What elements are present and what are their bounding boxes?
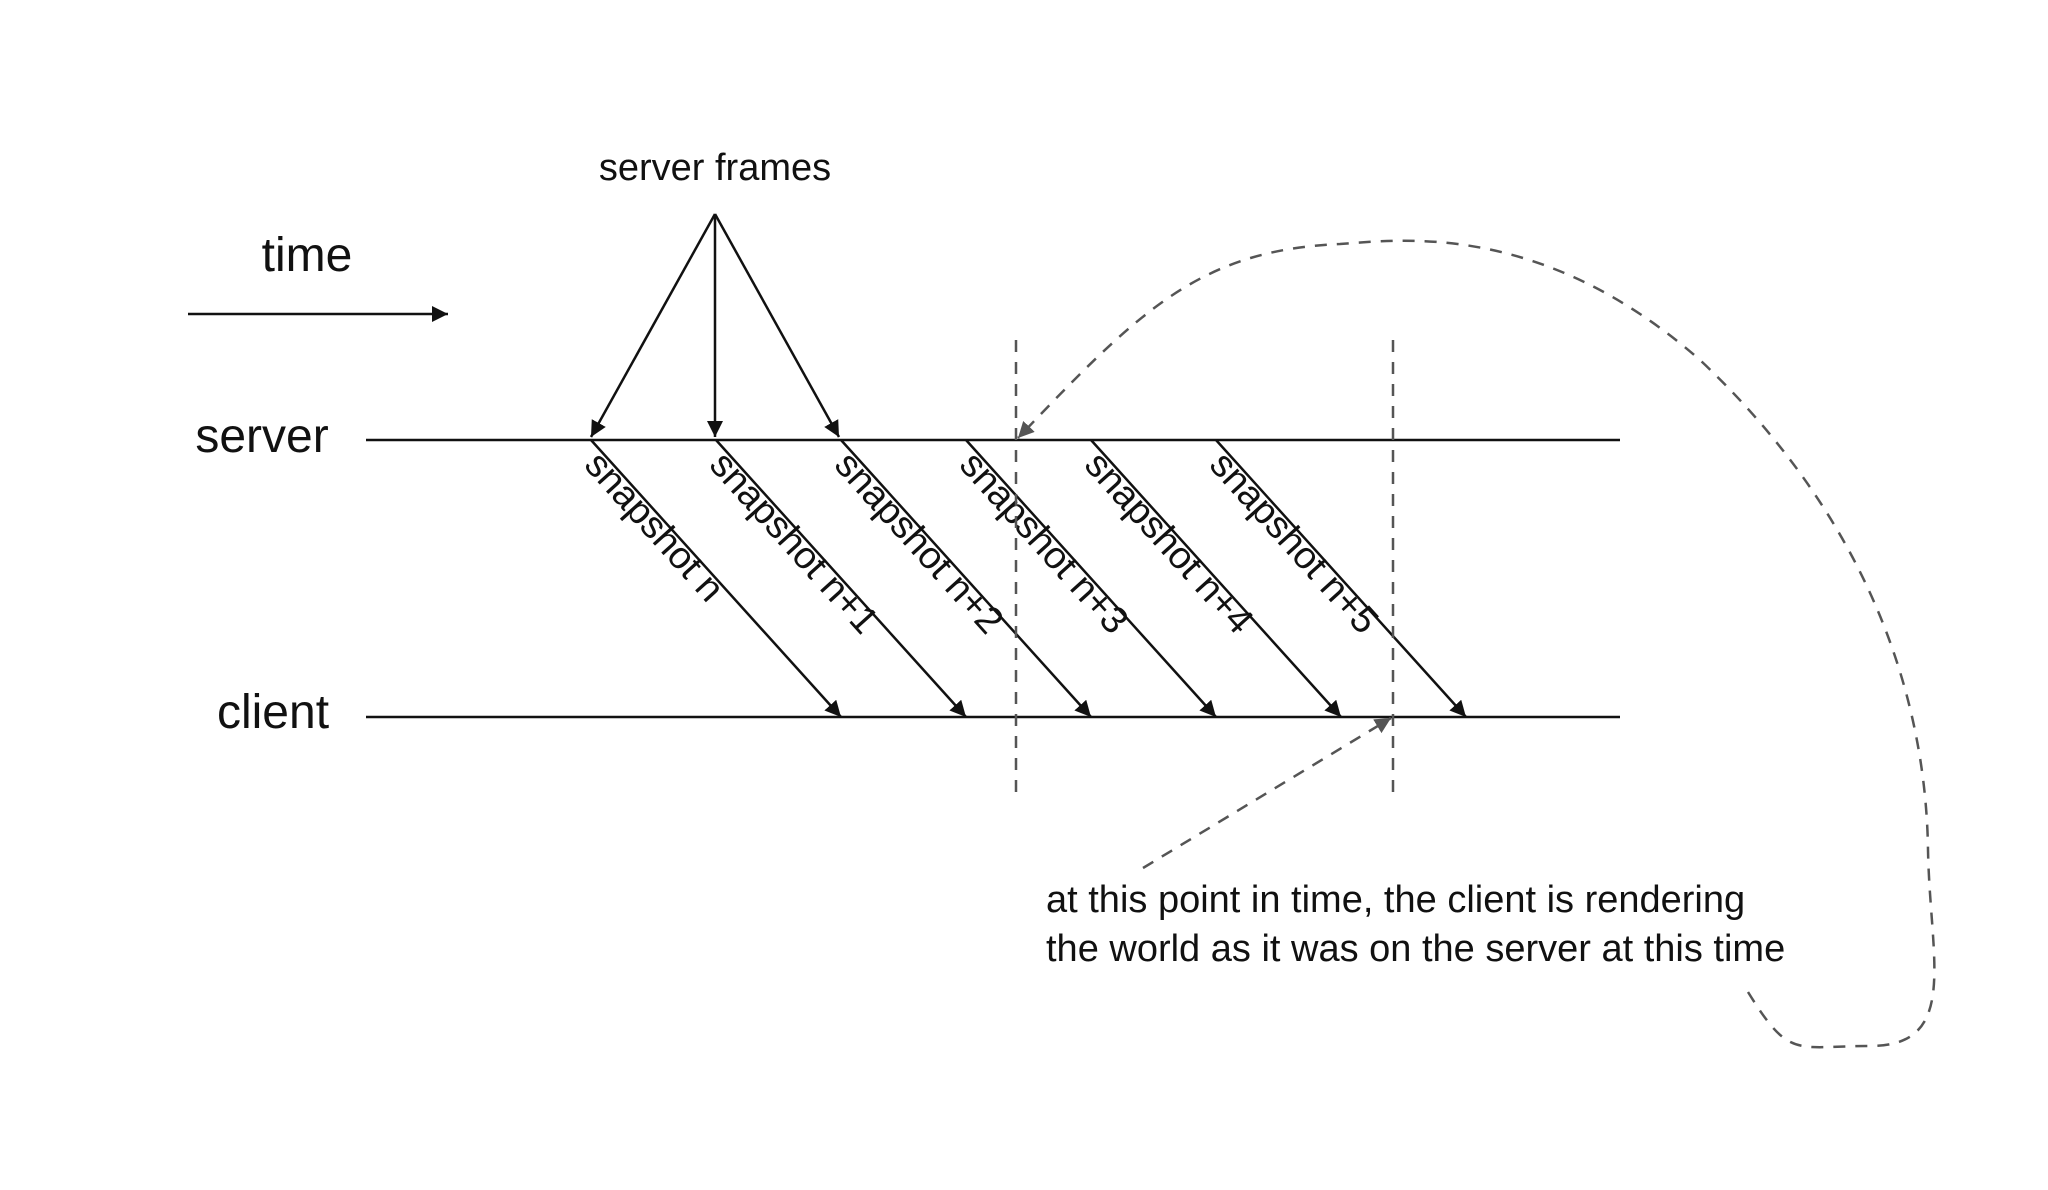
annotation-line-2: the world as it was on the server at thi… bbox=[1046, 928, 1785, 970]
annotation-pointer-server bbox=[1017, 239, 1936, 1049]
snapshot-arrow-5 bbox=[1215, 439, 1467, 718]
server-frame-pointer-1 bbox=[589, 213, 717, 438]
server-frames-label: server frames bbox=[599, 147, 831, 189]
server-label: server bbox=[195, 410, 328, 463]
snapshot-arrow-4 bbox=[1090, 439, 1342, 718]
annotation-pointer-client bbox=[1142, 716, 1392, 870]
snapshot-arrow-2 bbox=[840, 439, 1092, 718]
time-label: time bbox=[262, 229, 353, 282]
annotation-line-1: at this point in time, the client is ren… bbox=[1046, 879, 1745, 921]
snapshot-arrow-3 bbox=[965, 439, 1217, 718]
server-frame-pointer-3 bbox=[713, 213, 841, 438]
snapshot-arrow-0 bbox=[590, 439, 842, 718]
client-label: client bbox=[217, 686, 329, 739]
snapshot-arrow-1 bbox=[715, 439, 967, 718]
